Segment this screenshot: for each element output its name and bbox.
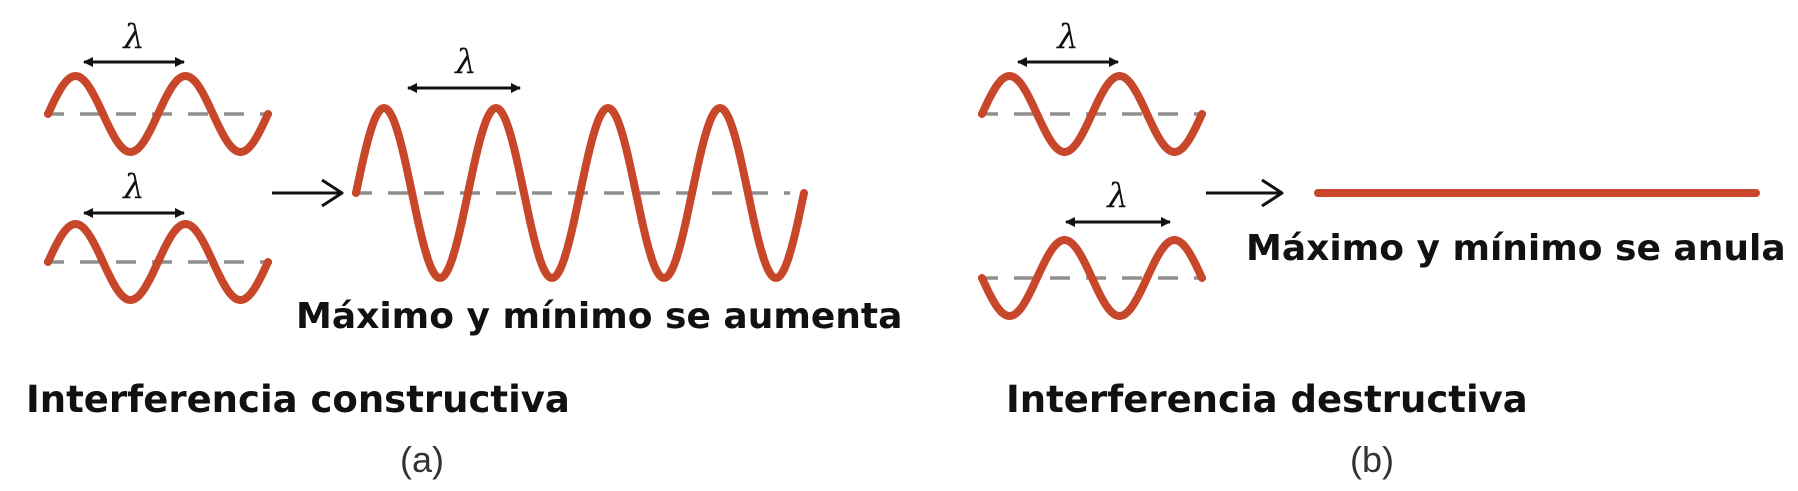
- wavelength-symbol-a1: λ: [121, 17, 145, 57]
- wavelength-symbol-b1: λ: [1055, 17, 1079, 57]
- wave-a1: [44, 72, 272, 156]
- result-wave-a: λ: [352, 42, 808, 282]
- result-arrow-b: [1206, 178, 1284, 208]
- wavelength-symbol-a2: λ: [121, 167, 145, 207]
- input-wave-a2: λ: [44, 167, 272, 304]
- panel-title-b: Interferencia destructiva: [1006, 378, 1528, 421]
- panel-tag-a: (a): [400, 439, 444, 480]
- panel-destructive: λ λ Máximo y mínimo se anula Interferenc…: [978, 17, 1786, 480]
- wave-a2: [44, 220, 272, 304]
- input-wave-b2: λ: [978, 176, 1206, 320]
- panel-tag-b: (b): [1350, 439, 1394, 480]
- wavelength-symbol-b2: λ: [1105, 176, 1129, 216]
- result-label-b: Máximo y mínimo se anula: [1246, 228, 1786, 269]
- input-wave-a1: λ: [44, 17, 272, 156]
- wave-b2: [978, 236, 1206, 320]
- panel-constructive: λ λ λ Máximo y mínimo se aumenta Interfe…: [26, 17, 902, 480]
- wavelength-symbol-result-a: λ: [453, 42, 477, 82]
- result-label-a: Máximo y mínimo se aumenta: [296, 296, 902, 337]
- result-arrow-a: [272, 178, 344, 208]
- wave-result-a: [352, 104, 808, 282]
- wave-b1: [978, 72, 1206, 156]
- input-wave-b1: λ: [978, 17, 1206, 156]
- panel-title-a: Interferencia constructiva: [26, 378, 570, 421]
